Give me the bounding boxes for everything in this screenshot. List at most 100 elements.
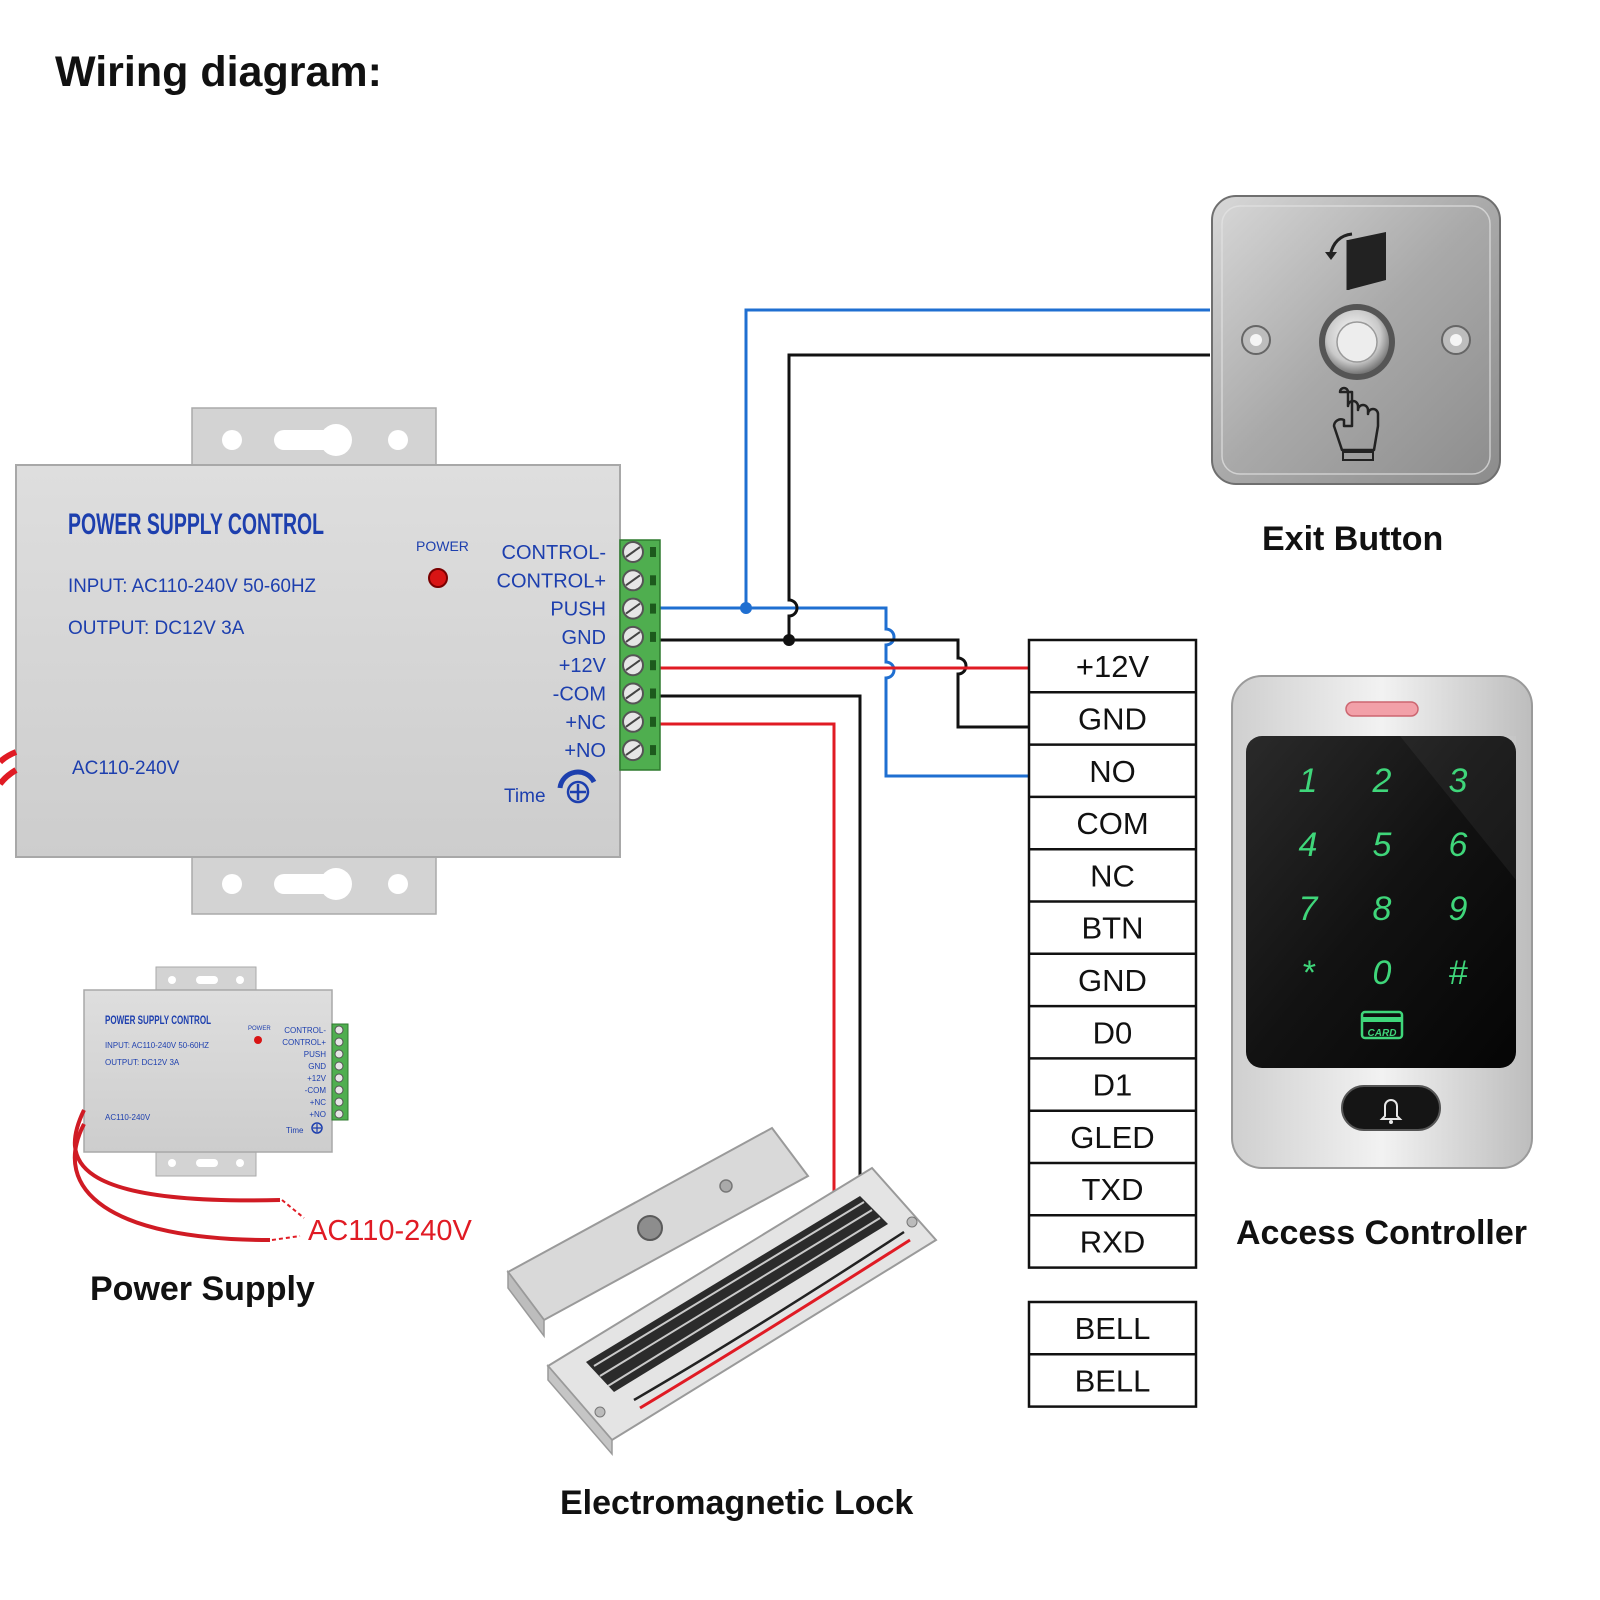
wires	[650, 308, 1210, 1195]
terminal-cell: NO	[1089, 754, 1136, 789]
terminal-cell: NC	[1090, 858, 1135, 893]
keyhole-slot-icon	[274, 868, 352, 900]
terminal-label: CONTROL-	[502, 542, 606, 564]
keypad-key[interactable]: *	[1301, 954, 1316, 992]
card-reader-icon: CARD	[1360, 1010, 1404, 1040]
small-terminal-screw-icon	[334, 1061, 344, 1071]
small-terminal-block	[331, 1023, 349, 1121]
bell-icon	[1379, 1099, 1403, 1124]
terminal-label: +NO	[564, 740, 606, 762]
keypad-key[interactable]: 0	[1373, 954, 1392, 992]
gnd-junction-dot	[783, 634, 795, 646]
push-wire-blue	[650, 308, 1210, 610]
small-terminal-label: +NO	[309, 1110, 326, 1119]
terminal-label: -COM	[553, 684, 606, 706]
keypad-key[interactable]: 7	[1299, 890, 1319, 928]
keypad-key[interactable]: #	[1449, 954, 1469, 992]
terminal-screws	[622, 541, 656, 762]
screw-hole-left-icon	[1241, 325, 1271, 355]
small-terminal-screws	[334, 1025, 344, 1119]
small-output-label: OUTPUT: DC12V 3A	[105, 1058, 180, 1067]
bell-terminal-cell: BELL	[1075, 1311, 1151, 1346]
mount-hole-icon	[388, 874, 408, 894]
terminal-screw-icon	[622, 710, 656, 733]
terminal-screw-icon	[622, 597, 656, 620]
small-brand-label: POWER SUPPLY CONTROL	[105, 1013, 211, 1027]
small-terminal-screw-icon	[334, 1085, 344, 1095]
power-led-icon	[428, 568, 448, 588]
armature-plate	[506, 1126, 810, 1339]
bell-terminal-cell: BELL	[1075, 1363, 1151, 1398]
small-terminal-screw-icon	[334, 1025, 344, 1035]
power-supply-caption: Power Supply	[90, 1270, 315, 1308]
electromagnetic-lock-device	[506, 1126, 938, 1457]
time-adjust-knob-icon[interactable]	[557, 769, 597, 804]
exit-button-caption: Exit Button	[1262, 520, 1444, 558]
small-mains-label: AC110-240V	[105, 1113, 151, 1122]
keypad-key[interactable]: 2	[1372, 762, 1392, 800]
terminal-screw-icon	[622, 569, 656, 592]
input-spec-label: INPUT: AC110-240V 50-60HZ	[68, 576, 316, 597]
terminal-label: CONTROL+	[497, 570, 606, 592]
mount-hole-icon	[222, 874, 242, 894]
small-terminal-screw-icon	[334, 1073, 344, 1083]
output-spec-label: OUTPUT: DC12V 3A	[68, 618, 245, 639]
terminal-label: +NC	[565, 712, 606, 734]
lock-caption: Electromagnetic Lock	[560, 1484, 914, 1522]
keypad-glass	[1246, 736, 1516, 1068]
small-time-knob-icon	[311, 1122, 323, 1134]
terminal-cell: D1	[1093, 1068, 1133, 1103]
keypad-key[interactable]: 6	[1449, 826, 1468, 864]
ac-input-annotation: AC110-240V	[308, 1215, 473, 1247]
small-terminal-label: CONTROL+	[282, 1038, 326, 1047]
terminal-cell: RXD	[1080, 1224, 1145, 1259]
ac-cable	[72, 1109, 281, 1203]
mount-hole-icon	[388, 430, 408, 450]
keypad-key[interactable]: 9	[1449, 890, 1468, 928]
mains-label: AC110-240V	[72, 758, 180, 779]
ac-input-arrow-icon	[271, 1199, 305, 1241]
exit-button-device	[1211, 195, 1501, 485]
keypad-key[interactable]: 3	[1449, 762, 1468, 800]
small-power-led-icon	[254, 1036, 262, 1044]
doorbell-button[interactable]	[1341, 1085, 1441, 1131]
small-power-label: POWER	[248, 1026, 271, 1032]
small-terminal-label: +12V	[307, 1074, 327, 1083]
small-terminal-screw-icon	[334, 1097, 344, 1107]
terminal-cell: BTN	[1082, 911, 1144, 946]
push-to-no-wire-blue	[746, 606, 1029, 778]
power-led-label: POWER	[416, 538, 469, 554]
gnd-wire-controller-black	[650, 638, 1029, 729]
small-input-label: INPUT: AC110-240V 50-60HZ	[105, 1041, 209, 1050]
nc-wire-lock-red	[650, 722, 836, 1195]
push-button-icon[interactable]	[1319, 304, 1395, 380]
terminal-cell: +12V	[1076, 649, 1150, 684]
small-terminal-screw-icon	[334, 1109, 344, 1119]
com-wire-lock-black	[650, 694, 862, 1195]
terminal-screw-icon	[622, 739, 656, 762]
brand-label: POWER SUPPLY CONTROL	[68, 508, 324, 541]
small-terminal-label: -COM	[305, 1086, 327, 1095]
keypad-key[interactable]: 1	[1299, 762, 1318, 800]
terminal-cell: COM	[1076, 806, 1148, 841]
screw-hole-right-icon	[1441, 325, 1471, 355]
terminal-label: PUSH	[550, 599, 606, 621]
access-controller-caption: Access Controller	[1236, 1214, 1527, 1252]
time-label: Time	[504, 786, 546, 807]
terminal-screw-icon	[622, 541, 656, 563]
small-terminal-label: +NC	[310, 1098, 326, 1107]
keypad-key[interactable]: 5	[1373, 826, 1392, 864]
ac-cable	[72, 1123, 271, 1242]
small-terminal-screw-icon	[334, 1037, 344, 1047]
gnd-wire-exit-button-black	[787, 353, 1210, 640]
keypad-key[interactable]: 4	[1299, 826, 1318, 864]
terminal-label: +12V	[559, 655, 607, 677]
keypad-key[interactable]: 8	[1373, 890, 1392, 928]
mount-hole-icon	[222, 430, 242, 450]
